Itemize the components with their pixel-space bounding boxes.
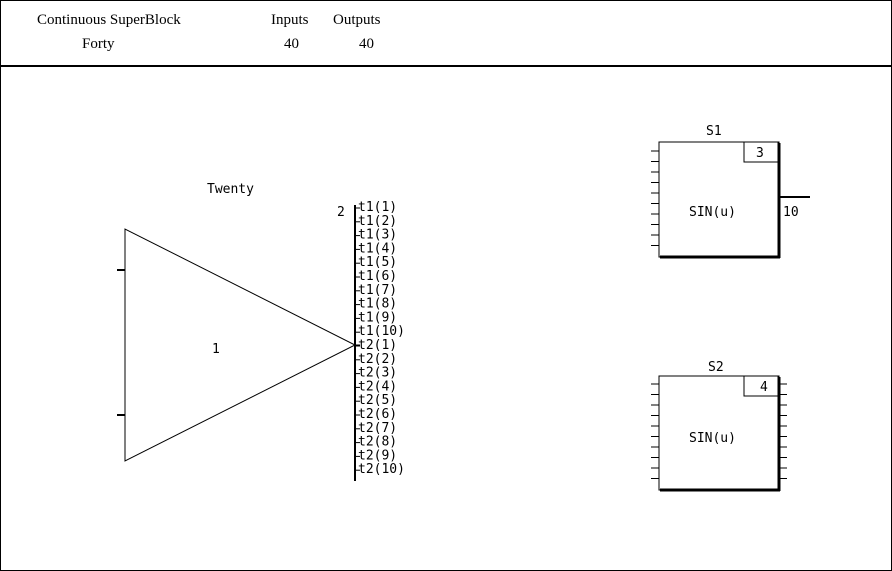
- block-s2-name: S2: [708, 360, 724, 375]
- block-s2-input-pins[interactable]: [651, 383, 659, 479]
- block-s1-input-pins[interactable]: [651, 150, 659, 246]
- outputs-value: 40: [359, 36, 374, 52]
- bus-id: 2: [337, 205, 345, 220]
- superblock-label: Twenty: [207, 182, 254, 197]
- bus-signal-list: t1(1)t1(2)t1(3)t1(4)t1(5)t1(6)t1(7)t1(8)…: [355, 200, 405, 477]
- block-s1[interactable]: S1 3 SIN(u) 10: [651, 124, 810, 259]
- bus-signal-label: t2(7): [358, 421, 397, 436]
- bus-signal-label: t1(5): [358, 255, 397, 270]
- inputs-label: Inputs: [271, 12, 309, 28]
- block-type-label: Continuous SuperBlock: [37, 12, 181, 28]
- bus-signal-label: t1(6): [358, 269, 397, 284]
- block-name-label: Forty: [82, 36, 115, 52]
- superblock-id: 1: [212, 342, 220, 357]
- bus-signal-label: t1(4): [358, 241, 397, 256]
- bus-signal-label: t1(8): [358, 297, 397, 312]
- bus-signal-label: t1(3): [358, 228, 397, 243]
- block-s2[interactable]: S2 4 SIN(u): [651, 360, 787, 492]
- block-s2-output-pins[interactable]: [779, 383, 787, 479]
- superblock-triangle[interactable]: [124, 228, 357, 462]
- bus-signal-label: t2(4): [358, 379, 397, 394]
- bus-signal-label: t1(9): [358, 310, 397, 325]
- bus-signal-label: t2(5): [358, 393, 397, 408]
- bus-signal-label: t2(6): [358, 407, 397, 422]
- block-s2-id-box: [743, 375, 779, 397]
- block-s1-function: SIN(u): [689, 205, 736, 220]
- block-s2-id: 4: [760, 380, 768, 395]
- bus-signal-label: t2(1): [358, 338, 397, 353]
- header: Continuous SuperBlock Forty Inputs 40 Ou…: [37, 12, 381, 52]
- block-s1-output-label: 10: [783, 205, 799, 220]
- superblock-twenty[interactable]: Twenty 1: [117, 182, 357, 462]
- bus-signal-label: t2(8): [358, 435, 397, 450]
- block-s1-id-box: [743, 141, 779, 163]
- bus-signal-label: t1(1): [358, 200, 397, 215]
- bus-signal-label: t2(2): [358, 352, 397, 367]
- bus-signal-label: t2(3): [358, 366, 397, 381]
- inputs-value: 40: [284, 36, 299, 52]
- block-s1-id: 3: [756, 146, 764, 161]
- bus-signal-label: t2(10): [358, 462, 405, 477]
- output-bus[interactable]: 2 t1(1)t1(2)t1(3)t1(4)t1(5)t1(6)t1(7)t1(…: [337, 200, 405, 481]
- block-s1-name: S1: [706, 124, 722, 139]
- bus-signal-label: t1(7): [358, 283, 397, 298]
- outputs-label: Outputs: [333, 12, 381, 28]
- bus-signal-label: t1(10): [358, 324, 405, 339]
- bus-signal-label: t2(9): [358, 448, 397, 463]
- block-s2-function: SIN(u): [689, 431, 736, 446]
- bus-signal-label: t1(2): [358, 214, 397, 229]
